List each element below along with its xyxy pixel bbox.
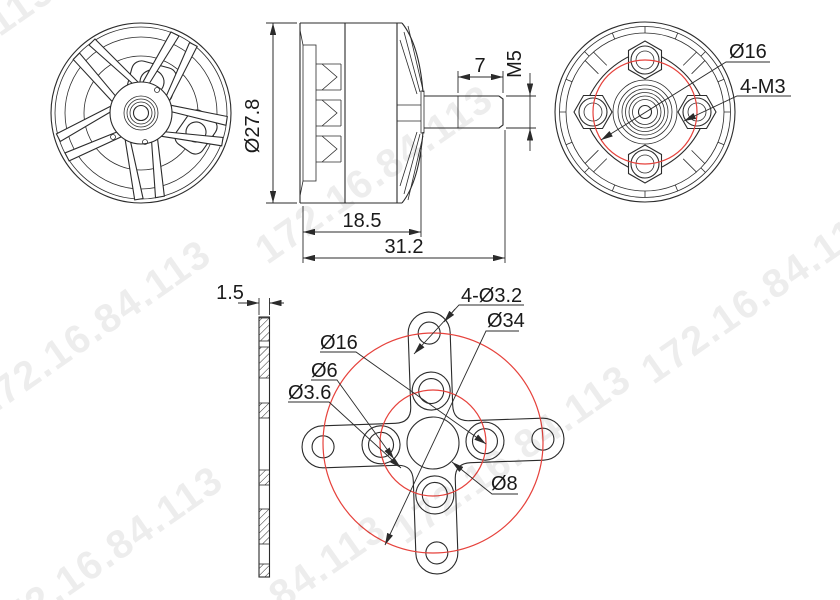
bolt-circle-red [592,59,698,165]
hub-screw-icon [110,134,116,140]
dim-label-arm-holes: 4-Ø3.2 [461,285,522,307]
motor-rear-view: Ø16 4-M3 [554,21,791,203]
motor-side-view: Ø27.8 7 M5 18.5 31.2 [242,22,536,263]
dim-label-mount-hole: Ø3.6 [288,382,331,404]
leader-counterbore: Ø6 [311,360,395,460]
mount-front-view: 4-Ø3.2 Ø34 Ø16 Ø6 Ø3.6 Ø8 [288,285,565,575]
dim-thread-size: M5 [504,50,536,151]
leader-arm-holes: 4-Ø3.2 [413,285,524,355]
leader-outer-diameter: Ø34 [384,310,525,546]
leader-bolt-circle: Ø16 [600,41,770,141]
dim-body-length: 18.5 [302,148,422,263]
dim-label-counterbore: Ø6 [311,360,338,382]
rear-bearing [612,79,678,145]
leader-mount-hole: Ø3.6 [288,382,402,469]
dim-overall-length: 31.2 [303,130,506,263]
stator-slot-ticks [559,26,731,198]
watermark-text: 172.16.84.113 [633,196,840,392]
leader-mount-bolt-circle: Ø16 [320,332,487,445]
cooling-fins [315,63,342,163]
dim-label-rear-screw-holes: 4-M3 [740,76,786,98]
leader-screw-holes: 4-M3 [683,76,791,122]
hub-screw-icon [142,139,148,145]
dim-label-outer-diameter: Ø34 [487,310,525,332]
leader-center-hole: Ø8 [451,461,518,495]
dim-label-diameter: Ø27.8 [242,99,264,153]
motor-front-view [47,22,232,210]
dim-label-plate-thickness: 1.5 [216,282,244,304]
dim-label-rear-bolt-circle: Ø16 [729,41,767,63]
rear-dome-details [397,25,424,201]
dim-diameter: Ø27.8 [242,22,297,204]
watermark-text: 172.16.84.113 [247,76,501,272]
dim-label-mount-bolt-circle: Ø16 [320,332,358,354]
dim-label-thread-size: M5 [504,50,526,78]
watermark-text: 172.16.84.113 [0,457,232,600]
dim-label-thread-length: 7 [474,55,485,77]
bell-front-plate [302,44,317,182]
dim-thread-length: 7 [457,55,504,93]
rear-spokes [584,51,706,173]
front-hub [109,81,173,145]
dim-plate-thickness: 1.5 [216,282,284,315]
mount-plate-section-view: 1.5 [216,282,284,578]
mount-bolt-circle-red [379,389,487,497]
motor-shaft [420,90,504,134]
dim-label-overall-length: 31.2 [385,236,424,258]
watermark-text: 172.16.84.113 [0,0,63,165]
hub-screw-icon [154,87,160,93]
dim-label-body-length: 18.5 [343,210,382,232]
dim-label-center-hole: Ø8 [491,473,518,495]
watermark-text: 172.16.84.113 [0,231,220,427]
